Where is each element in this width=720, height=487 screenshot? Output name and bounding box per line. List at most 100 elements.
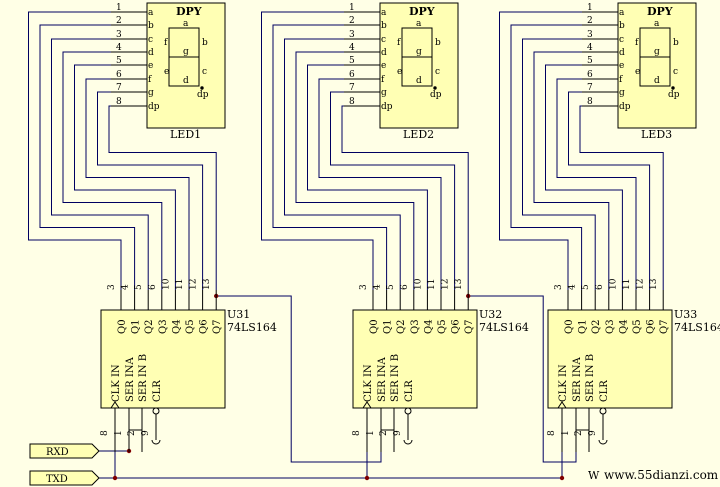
chip-output-pin-number: 4 (121, 284, 131, 290)
chip-output-pin-number: 10 (608, 278, 618, 290)
chip-body (352, 309, 478, 409)
segment-wire-1-8 (108, 105, 217, 290)
cascade-wire-1 (216, 295, 382, 463)
segment-wire-3-2 (510, 24, 583, 290)
txd-junction-3 (559, 475, 565, 481)
display-pin-number: 7 (587, 83, 593, 93)
clr-pullup-arc (598, 439, 608, 445)
chip-input-pin-name: CLR (152, 380, 163, 402)
display-pin-name: a (381, 8, 387, 18)
clock-input-marker (110, 401, 120, 409)
chip-output-pin-name: Q5 (437, 319, 448, 334)
segment-wire-3-3 (522, 38, 596, 290)
watermark-prefix: W (588, 469, 600, 482)
chip-output-pin-number: 13 (202, 278, 212, 290)
segment-label-d: d (416, 76, 422, 86)
display-title: DPY (409, 5, 435, 18)
port-rxd: RXD (29, 443, 100, 459)
display-pin-name: c (381, 35, 386, 45)
chip-input-pin-number: 2 (379, 430, 389, 436)
watermark: W www.55dianzi.com (588, 468, 719, 482)
display-pin-name: d (619, 48, 625, 58)
segment-wire-2-3 (284, 38, 401, 290)
chip-input-pin-name: SER IN B (390, 354, 401, 402)
segment-label-dp: dp (197, 90, 209, 100)
chip-ref: U33 (674, 308, 697, 321)
display-pin-name: g (381, 88, 387, 98)
chip-output-pin-name: Q3 (158, 319, 169, 334)
chip-input-pin-number: 8 (100, 430, 110, 436)
chip-output-pin-name: Q1 (383, 319, 394, 334)
chip-output-pin-number: 6 (148, 284, 158, 290)
segment-wire-3-8 (579, 105, 664, 290)
chip-part-number: 74LS164 (674, 321, 720, 334)
segment-label-g: g (654, 47, 660, 57)
segment-label-d: d (183, 76, 189, 86)
clr-inversion-bubble (152, 407, 160, 415)
signal-ports: RXD TXD (29, 443, 100, 486)
segment-wire-1-4 (62, 51, 163, 290)
port-txd: TXD (29, 470, 100, 486)
segment-label-b: b (673, 38, 679, 48)
segment-wire-2-4 (295, 51, 415, 290)
chip-input-pin-name: SER IN B (585, 354, 596, 402)
display-pin-number: 4 (587, 43, 593, 53)
clr-pullup-arc (151, 439, 161, 445)
display-pin-number: 5 (116, 56, 122, 66)
chip-output-pin-name: Q1 (578, 319, 589, 334)
display-pin-name: b (619, 21, 625, 31)
chip-output-pin-name: Q3 (605, 319, 616, 334)
chip-input-pin-name: SER INA (125, 356, 136, 402)
digit-outline (401, 27, 437, 90)
chip-output-pin-name: Q0 (117, 319, 128, 334)
watermark-site: www.55dianzi.com (604, 468, 719, 482)
chip-input-pin-number: 8 (352, 430, 362, 436)
chip-input-pin-number: 9 (588, 430, 598, 436)
digit-outline (639, 27, 675, 90)
chip-output-pin-number: 3 (107, 284, 117, 290)
segment-label-d: d (654, 76, 660, 86)
chip-output-pin-name: Q6 (199, 319, 210, 334)
display-pin-name: e (381, 61, 386, 71)
shift-register-3: U3374LS1643Q04Q15Q26Q310Q411Q512Q613Q7CL… (547, 278, 720, 452)
display-pin-number: 7 (349, 83, 355, 93)
chip-output-pin-number: 11 (175, 279, 185, 290)
segment-label-e: e (635, 67, 640, 77)
display-pin-number: 8 (587, 97, 593, 107)
chip-output-pin-number: 5 (581, 284, 591, 290)
display-pin-name: e (619, 61, 624, 71)
wires (28, 11, 664, 481)
chip-input-pin-name: CLR (404, 380, 415, 402)
txd-bus (99, 452, 563, 479)
chip-output-pin-name: Q1 (131, 319, 142, 334)
segment-bottom-frame (639, 57, 671, 87)
segment-label-c: c (673, 67, 678, 77)
chip-output-pin-number: 11 (427, 279, 437, 290)
segment-wire-3-4 (533, 51, 610, 290)
display-pin-number: 3 (116, 30, 122, 40)
clock-input-marker (362, 401, 372, 409)
display-pin-name: f (148, 75, 152, 85)
decimal-point-dot (433, 86, 437, 90)
chip-input-pin-name: SER INA (377, 356, 388, 402)
chip-output-pin-number: 13 (649, 278, 659, 290)
segment-label-dp: dp (668, 90, 680, 100)
port-label: RXD (46, 447, 69, 458)
display-pin-number: 2 (349, 16, 355, 26)
display-pin-number: 1 (587, 3, 593, 13)
display-ref: LED2 (403, 128, 434, 141)
display-pin-name: e (148, 61, 153, 71)
chip-output-pin-name: Q4 (423, 319, 434, 334)
segment-label-f: f (397, 38, 401, 48)
chip-ref: U31 (227, 308, 250, 321)
segment-label-c: c (435, 67, 440, 77)
chip-output-pin-name: Q5 (632, 319, 643, 334)
chip-output-pin-name: Q6 (451, 319, 462, 334)
chip-input-pin-number: 9 (141, 430, 151, 436)
chip-output-pin-number: 12 (636, 279, 646, 290)
chip-input-pin-name: CLK IN (363, 364, 374, 402)
chip-body (100, 309, 226, 409)
chip-output-pin-name: Q5 (185, 319, 196, 334)
